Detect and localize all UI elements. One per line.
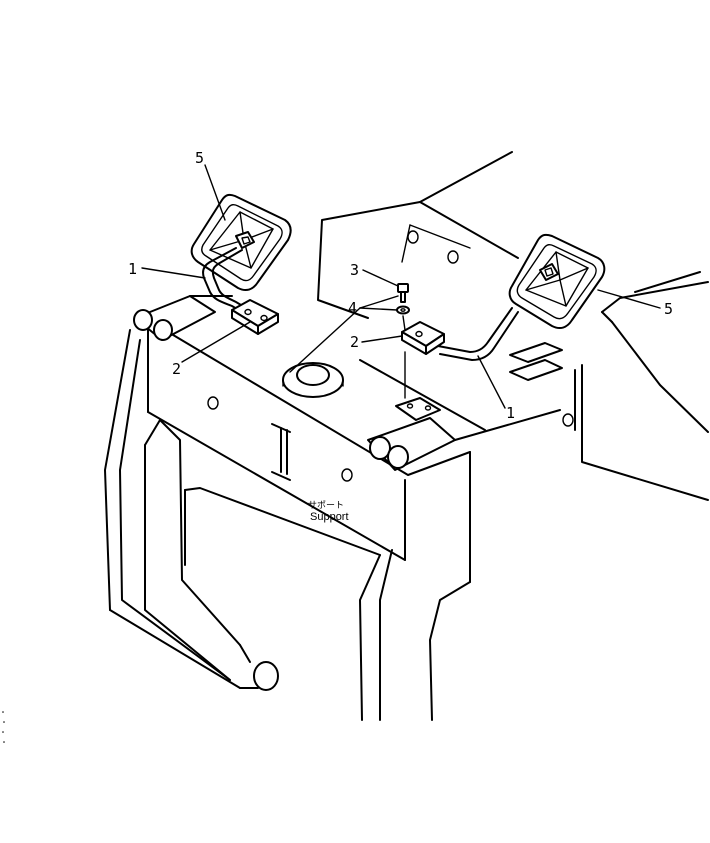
right-pivot-bracket — [367, 409, 561, 471]
callout-labels: 5 1 2 3 4 2 1 5 — [128, 149, 673, 422]
callout-4: 4 — [348, 299, 357, 317]
wedge-brackets — [509, 342, 563, 381]
left-mirror-stay — [202, 247, 247, 313]
support-label-en: Support — [310, 511, 349, 523]
right-fender — [562, 271, 709, 501]
support-label-jp: サポート — [308, 500, 344, 511]
beam-emblem — [271, 423, 291, 481]
left-mount-bracket — [231, 299, 279, 335]
rear-panel — [317, 151, 519, 319]
callout-5-left: 5 — [195, 149, 204, 167]
support-beam — [147, 319, 486, 583]
right-base-plate — [395, 397, 441, 421]
right-mirror — [508, 233, 606, 329]
callout-2-right: 2 — [350, 333, 359, 351]
left-mirror — [190, 193, 292, 291]
callout-3: 3 — [350, 261, 359, 279]
right-mount-bracket — [401, 321, 445, 355]
scan-specks — [2, 711, 5, 743]
lower-body — [184, 487, 471, 721]
left-arm — [104, 329, 279, 691]
callout-5-right: 5 — [664, 300, 673, 318]
callout-1-right: 1 — [506, 404, 515, 422]
assembly-lines — [402, 315, 406, 399]
center-cap — [282, 362, 344, 398]
leader-lines — [141, 164, 661, 409]
callout-2-left: 2 — [172, 360, 181, 378]
callout-1-left: 1 — [128, 260, 137, 278]
bolt-and-washer — [396, 283, 410, 315]
right-mirror-stay — [437, 307, 519, 361]
support-text: サポート Support — [308, 500, 349, 523]
